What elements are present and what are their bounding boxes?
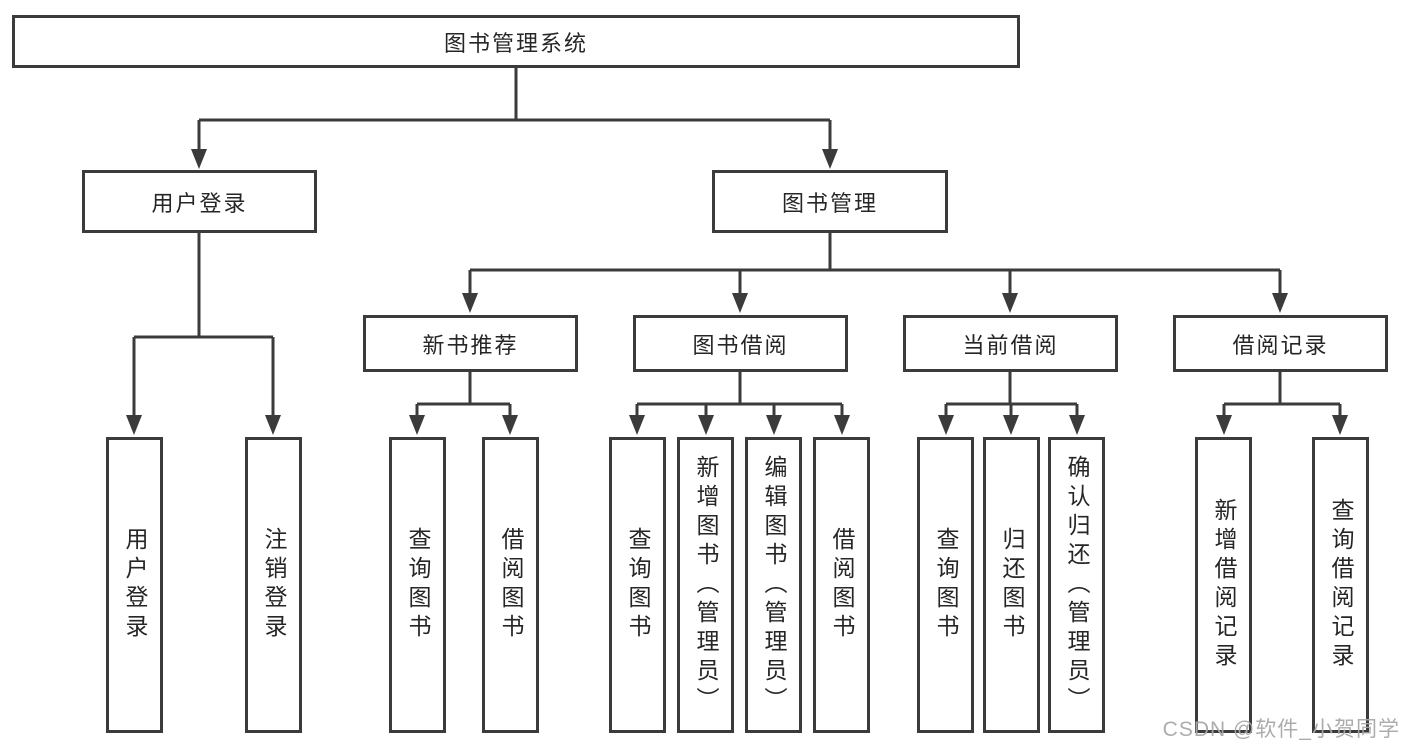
node-current-borrow-label: 当前借阅 xyxy=(962,332,1059,358)
leaf-nbr-borrow-books-label: 借阅图书 xyxy=(498,527,524,643)
node-current-borrow: 当前借阅 xyxy=(903,315,1118,372)
node-user-login: 用户登录 xyxy=(82,170,317,233)
node-borrow-record-label: 借阅记录 xyxy=(1232,332,1329,358)
edge-user-login-to-leaves xyxy=(126,233,281,435)
leaf-bb-edit-books-admin-label: 编辑图书（管理员） xyxy=(761,454,787,716)
leaf-logout: 注销登录 xyxy=(245,437,302,733)
node-root: 图书管理系统 xyxy=(12,15,1020,68)
leaf-bb-query-books: 查询图书 xyxy=(609,437,666,733)
edge-root-to-level2 xyxy=(191,68,838,169)
edge-book-mgmt-to-level3 xyxy=(462,233,1288,313)
leaf-cb-return-books: 归还图书 xyxy=(983,437,1040,733)
leaf-br-add-record: 新增借阅记录 xyxy=(1195,437,1252,733)
leaf-cb-confirm-return-admin-label: 确认归还（管理员） xyxy=(1064,454,1090,716)
leaf-bb-add-books-admin-label: 新增图书（管理员） xyxy=(693,454,719,716)
leaf-user-login-label: 用户登录 xyxy=(122,527,148,643)
leaf-bb-borrow-books-label: 借阅图书 xyxy=(829,527,855,643)
node-new-book-rec-label: 新书推荐 xyxy=(422,332,519,358)
node-root-label: 图书管理系统 xyxy=(443,30,588,56)
leaf-cb-confirm-return-admin: 确认归还（管理员） xyxy=(1048,437,1105,733)
leaf-nbr-query-books: 查询图书 xyxy=(389,437,446,733)
leaf-cb-query-books-label: 查询图书 xyxy=(933,527,959,643)
leaf-bb-edit-books-admin: 编辑图书（管理员） xyxy=(745,437,802,733)
leaf-br-query-record-label: 查询借阅记录 xyxy=(1328,498,1354,672)
node-user-login-label: 用户登录 xyxy=(151,190,248,216)
leaf-bb-borrow-books: 借阅图书 xyxy=(813,437,870,733)
node-borrow-record: 借阅记录 xyxy=(1173,315,1388,372)
leaf-bb-query-books-label: 查询图书 xyxy=(625,527,651,643)
leaf-br-query-record: 查询借阅记录 xyxy=(1312,437,1369,733)
node-book-borrow: 图书借阅 xyxy=(633,315,848,372)
leaf-user-login: 用户登录 xyxy=(106,437,163,733)
leaf-cb-query-books: 查询图书 xyxy=(917,437,974,733)
node-book-borrow-label: 图书借阅 xyxy=(692,332,789,358)
edge-borrow-record-to-leaves xyxy=(1216,372,1348,435)
leaf-bb-add-books-admin: 新增图书（管理员） xyxy=(677,437,734,733)
watermark: CSDN @软件_小贺同学 xyxy=(1162,718,1400,741)
leaf-nbr-query-books-label: 查询图书 xyxy=(405,527,431,643)
node-new-book-rec: 新书推荐 xyxy=(363,315,578,372)
leaf-cb-return-books-label: 归还图书 xyxy=(999,527,1025,643)
node-book-mgmt: 图书管理 xyxy=(712,170,948,233)
edge-new-book-rec-to-leaves xyxy=(409,372,518,435)
edge-current-borrow-to-leaves xyxy=(938,372,1085,435)
edge-book-borrow-to-leaves xyxy=(629,372,850,435)
leaf-nbr-borrow-books: 借阅图书 xyxy=(482,437,539,733)
node-book-mgmt-label: 图书管理 xyxy=(781,190,878,216)
leaf-br-add-record-label: 新增借阅记录 xyxy=(1211,498,1237,672)
leaf-logout-label: 注销登录 xyxy=(261,527,287,643)
